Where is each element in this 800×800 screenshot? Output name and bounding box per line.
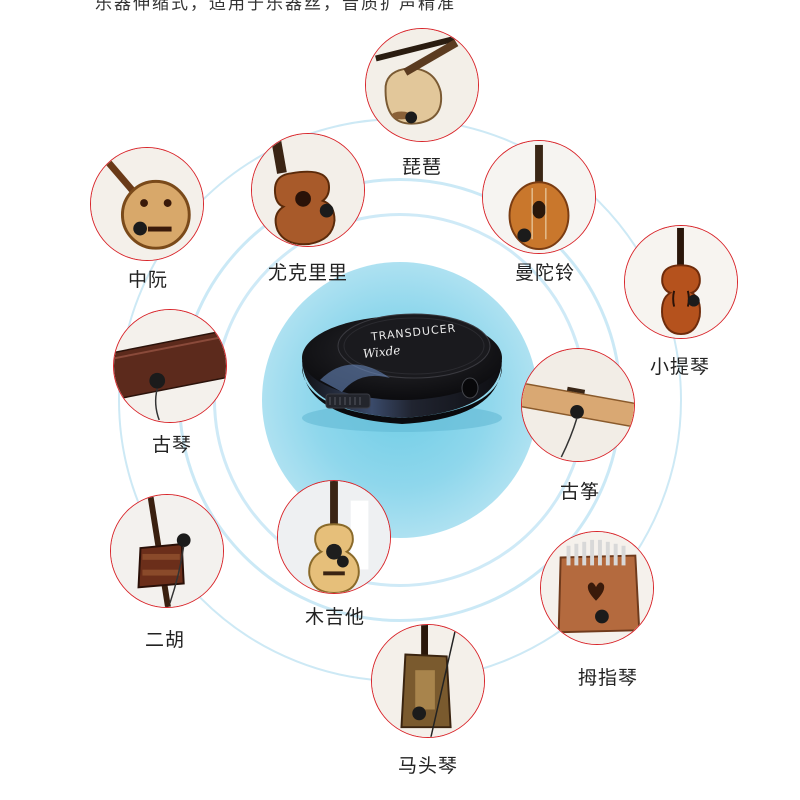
- ukulele-icon: [252, 134, 364, 246]
- label-guzheng: 古筝: [559, 481, 601, 503]
- instrument-bubble-guzheng: [521, 348, 635, 462]
- label-mandolin: 曼陀铃: [514, 262, 576, 284]
- transducer-pickup-device: TRANSDUCER Wixde: [290, 300, 515, 440]
- instrument-bubble-zhongruan: [90, 147, 204, 261]
- instrument-bubble-violin: [624, 225, 738, 339]
- instrument-bubble-pipa: [365, 28, 479, 142]
- mandolin-icon: [483, 141, 595, 253]
- device-brand: Wixde: [362, 343, 401, 361]
- violin-icon: [625, 226, 737, 338]
- label-kalimba: 拇指琴: [577, 667, 639, 689]
- erhu-icon: [111, 495, 223, 607]
- label-guqin: 古琴: [151, 434, 193, 456]
- instrument-bubble-morin-khuur: [371, 624, 485, 738]
- label-erhu: 二胡: [144, 629, 186, 651]
- top-caption: 乐器伸缩式，适用于乐器丝，音质扩声精准: [95, 0, 456, 14]
- kalimba-icon: [541, 532, 653, 644]
- label-violin: 小提琴: [649, 356, 711, 378]
- instrument-bubble-kalimba: [540, 531, 654, 645]
- zhongruan-icon: [91, 148, 203, 260]
- acoustic-guitar-icon: [278, 481, 390, 593]
- morin-khuur-icon: [372, 625, 484, 737]
- label-acoustic-guitar: 木吉他: [304, 606, 366, 628]
- guqin-icon: [114, 310, 226, 422]
- instrument-bubble-mandolin: [482, 140, 596, 254]
- instrument-bubble-erhu: [110, 494, 224, 608]
- transducer-icon: TRANSDUCER Wixde: [302, 313, 502, 432]
- label-pipa: 琵琶: [401, 156, 443, 178]
- label-morin-khuur: 马头琴: [397, 755, 459, 777]
- label-ukulele: 尤克里里: [267, 262, 349, 284]
- instrument-bubble-acoustic-guitar: [277, 480, 391, 594]
- instrument-bubble-guqin: [113, 309, 227, 423]
- instrument-bubble-ukulele: [251, 133, 365, 247]
- guzheng-icon: [522, 349, 634, 461]
- label-zhongruan: 中阮: [127, 269, 169, 291]
- pipa-icon: [366, 29, 478, 141]
